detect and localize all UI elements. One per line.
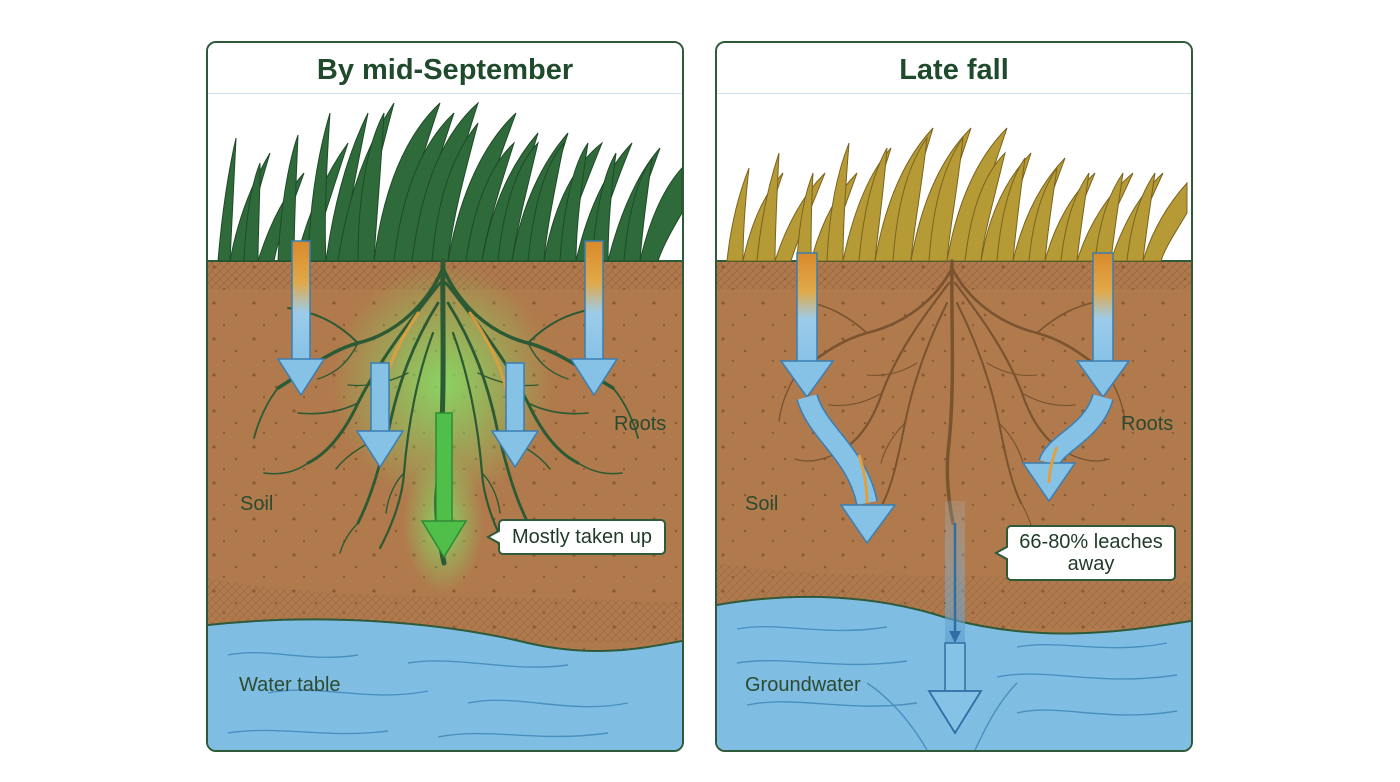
roots-label: Roots <box>614 413 666 436</box>
panel-late-fall: Late fall Roots Soil Groundwater 66-80% … <box>715 41 1193 752</box>
groundwater-label: Groundwater <box>745 674 861 697</box>
soil-label-late: Soil <box>745 493 778 516</box>
panel-title-late-fall: Late fall <box>717 43 1191 94</box>
mid-september-scene <box>208 43 682 750</box>
soil-label: Soil <box>240 493 273 516</box>
late-fall-scene <box>717 43 1191 750</box>
callout-mostly-taken-up: Mostly taken up <box>498 519 666 555</box>
callout-leaches-away: 66-80% leaches away <box>1006 525 1176 581</box>
panel-mid-september: By mid-September Roots Soil Water table … <box>206 41 684 752</box>
panel-title-mid-september: By mid-September <box>208 43 682 94</box>
water-table-label: Water table <box>239 674 341 697</box>
roots-label-late: Roots <box>1121 413 1173 436</box>
